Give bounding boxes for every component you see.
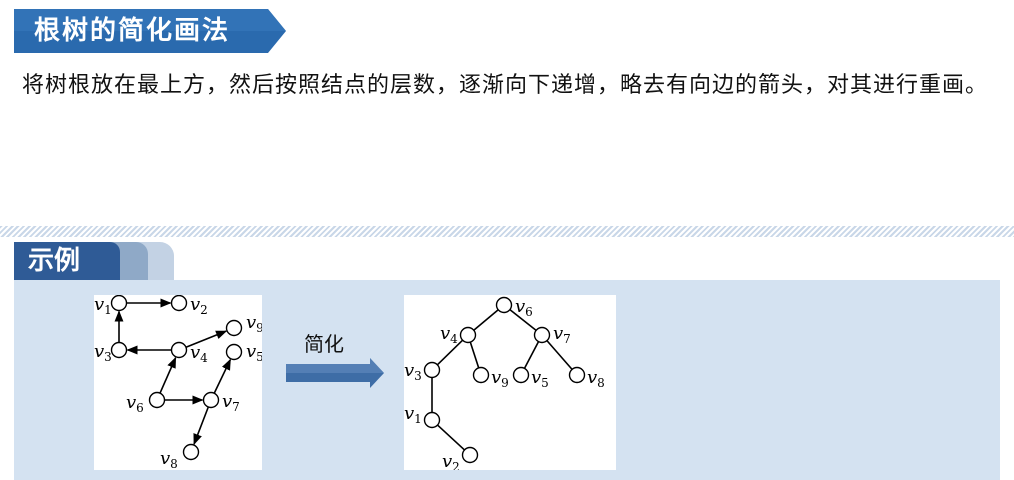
example-tab: [14, 242, 120, 280]
digraph-node-v6: [148, 391, 166, 409]
rooted-tree: v6 v4 v7 v3 v9 v5 v8 v1 v2: [404, 296, 605, 470]
tree-node-v9: [472, 366, 490, 384]
tree-edge-v1-v2: [436, 424, 466, 451]
right-arrow-icon: [286, 358, 384, 388]
digraph-label-v4: v4: [190, 342, 208, 365]
hatched-divider: [0, 226, 1014, 237]
digraph-node-v2: [170, 295, 188, 312]
directed-graph: v1 v2 v3 v4 v5 v6 v7 v8 v9: [94, 295, 262, 470]
tree-node-v8: [568, 366, 586, 384]
digraph-edge-v6-v4: [159, 356, 177, 394]
tree-label-v8: v8: [587, 367, 605, 390]
tree-edge-v7-v8: [546, 340, 573, 370]
tree-label-v9: v9: [491, 367, 509, 390]
simplify-arrow: 简化: [284, 330, 386, 390]
digraph-edge-v7-v5: [213, 358, 232, 394]
digraph-label-v9: v9: [246, 312, 262, 335]
digraph-edge-v4-v9: [185, 330, 228, 348]
tree-node-v3: [423, 361, 441, 379]
digraph-label-v3: v3: [94, 341, 112, 364]
tree-edge-v4-v9: [469, 341, 480, 369]
digraph-label-v7: v7: [222, 391, 240, 414]
digraph-node-v1: [110, 295, 128, 312]
digraph-label-v2: v2: [190, 295, 208, 317]
tree-node-v2: [461, 446, 479, 464]
tree-label-v7: v7: [553, 323, 571, 346]
digraph-node-v3: [110, 341, 128, 359]
section-title-banner: 根树的简化画法: [14, 9, 286, 53]
example-tab-label: 示例: [28, 246, 81, 276]
tree-label-v6: v6: [515, 296, 533, 319]
digraph-edge-v7-v8: [193, 406, 210, 446]
tree-edge-v6-v4: [473, 309, 499, 331]
digraph-node-v8: [182, 443, 200, 461]
tree-label-v5: v5: [531, 367, 549, 390]
tree-label-v2: v2: [442, 451, 460, 470]
digraph-label-v1: v1: [94, 295, 112, 317]
tree-edge-v7-v5: [523, 341, 540, 369]
tree-edge-v6-v7: [509, 309, 537, 331]
tree-node-v1: [423, 411, 441, 429]
simplify-label: 简化: [304, 332, 344, 356]
directed-graph-figure: v1 v2 v3 v4 v5 v6 v7 v8 v9: [94, 295, 262, 470]
digraph-node-v5: [225, 343, 243, 361]
tree-label-v1: v1: [404, 403, 422, 426]
tree-edge-v4-v3: [436, 339, 464, 366]
tree-node-v4: [459, 326, 477, 344]
tree-label-v3: v3: [404, 360, 422, 383]
rooted-tree-figure: v6 v4 v7 v3 v9 v5 v8 v1 v2: [404, 295, 616, 470]
digraph-node-v4: [170, 341, 188, 359]
tree-node-v7: [533, 326, 551, 344]
tree-node-v5: [512, 366, 530, 384]
tree-label-v4: v4: [440, 323, 458, 346]
digraph-node-v7: [202, 391, 220, 409]
description-text: 将树根放在最上方，然后按照结点的层数，逐渐向下递增，略去有向边的箭头，对其进行重…: [22, 73, 989, 98]
section-title: 根树的简化画法: [34, 16, 231, 46]
digraph-node-v9: [225, 319, 243, 337]
digraph-label-v5: v5: [246, 341, 262, 364]
digraph-label-v6: v6: [126, 392, 144, 415]
title-banner-shape: [14, 9, 286, 53]
digraph-label-v8: v8: [160, 448, 178, 470]
tree-node-v6: [495, 296, 513, 314]
